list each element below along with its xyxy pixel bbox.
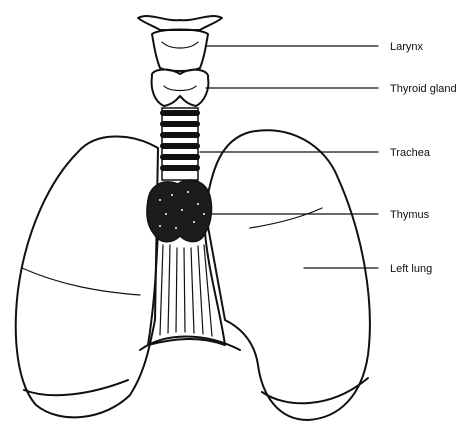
left-lung-label: Left lung	[390, 263, 432, 275]
right-lung	[16, 136, 158, 417]
mediastinum	[148, 232, 225, 345]
thyroid-label: Thyroid gland	[390, 83, 457, 95]
left-lung	[205, 130, 370, 420]
thyroid-isthmus	[164, 86, 196, 91]
trachea-label: Trachea	[390, 147, 431, 159]
hyoid-bone	[138, 16, 222, 30]
trachea	[160, 108, 200, 180]
right-lung-fissure	[22, 268, 140, 295]
left-lung-lower-edge	[262, 378, 368, 403]
larynx-notch	[162, 42, 198, 48]
larynx-cartilage	[152, 30, 208, 72]
larynx-label: Larynx	[390, 41, 424, 53]
thymus-label: Thymus	[390, 209, 430, 221]
thyroid-gland	[152, 70, 209, 106]
left-lung-fissure	[250, 208, 322, 228]
thymus	[147, 180, 212, 242]
mediastinum-striations	[160, 245, 212, 336]
right-lung-lower-edge	[24, 380, 128, 395]
